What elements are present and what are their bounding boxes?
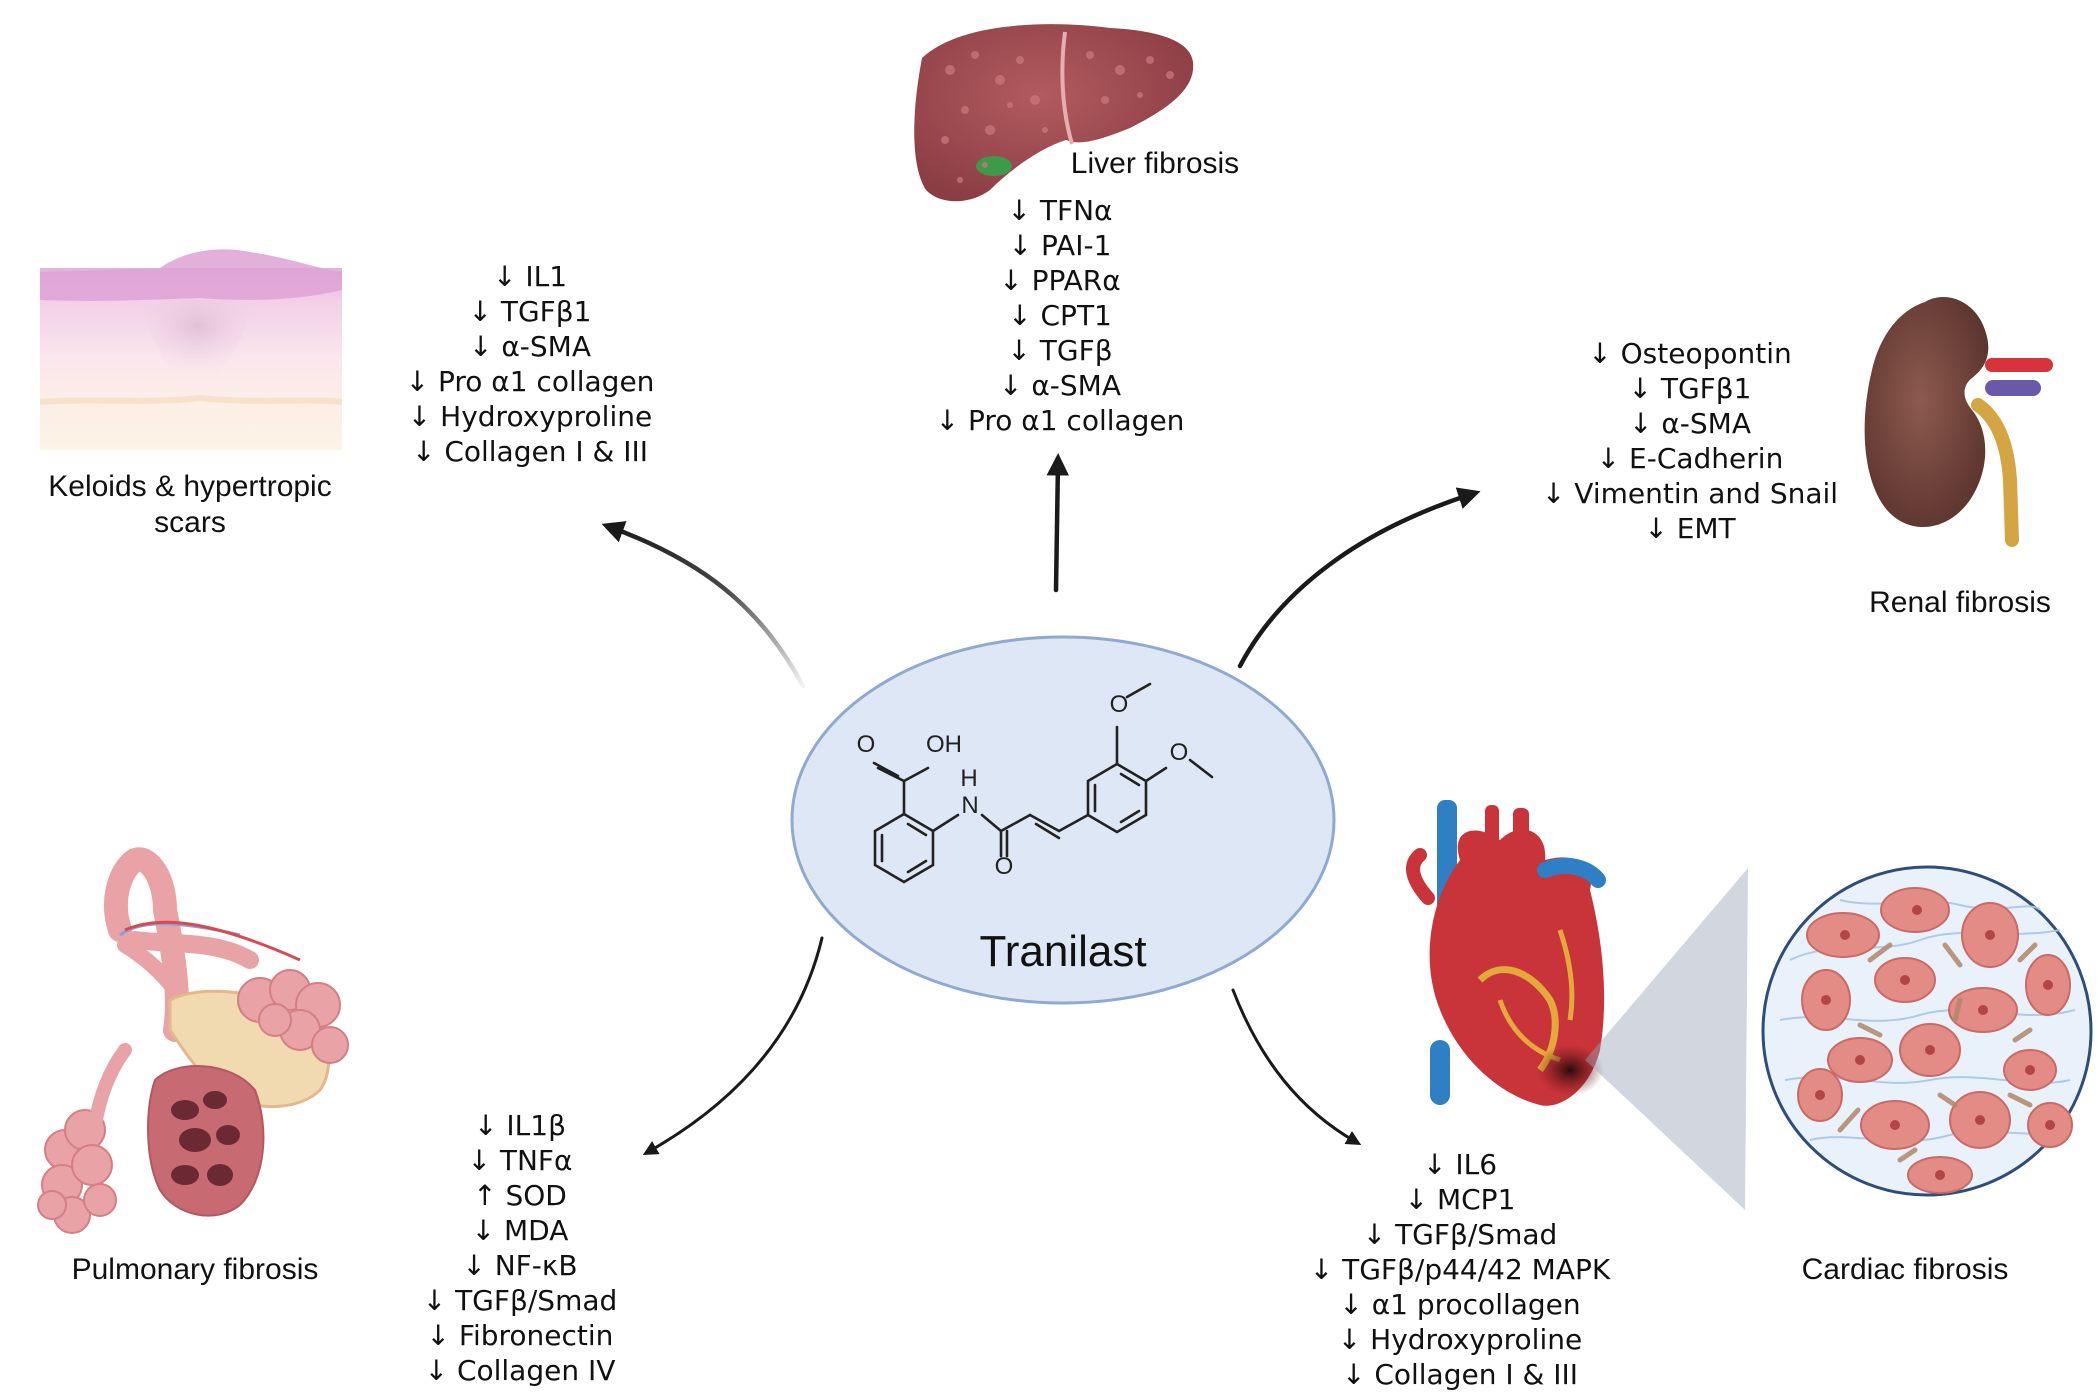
arrow-to-pulmonary bbox=[642, 936, 824, 1155]
drug-name: Tranilast bbox=[979, 927, 1147, 976]
skin-scar-illustration bbox=[39, 249, 343, 450]
marker-item: ↓ Osteopontin bbox=[1588, 337, 1792, 370]
marker-item: ↓ EMT bbox=[1644, 512, 1736, 545]
marker-item: ↓ Pro α1 collagen bbox=[405, 365, 655, 398]
kidney-illustration bbox=[1864, 297, 2053, 547]
renal-marker-list: ↓ Osteopontin ↓ TGFβ1 ↓ α-SMA ↓ E-Cadher… bbox=[1520, 336, 1860, 546]
structure-o-methoxy-1: O bbox=[1110, 691, 1129, 718]
marker-item: ↓ NF-κB bbox=[462, 1249, 578, 1282]
keloids-label-line2: scars bbox=[154, 506, 226, 539]
arrow-to-cardiac bbox=[1231, 988, 1362, 1145]
cardiac-label: Cardiac fibrosis bbox=[1801, 1253, 2009, 1286]
marker-item: ↓ Hydroxyproline bbox=[407, 400, 653, 433]
marker-item: ↑ SOD bbox=[473, 1179, 567, 1212]
marker-item: ↓ Hydroxyproline bbox=[1337, 1323, 1583, 1356]
marker-item: ↓ E-Cadherin bbox=[1596, 442, 1784, 475]
marker-item: ↓ PPARα bbox=[999, 264, 1121, 297]
arrow-to-keloids bbox=[601, 521, 806, 689]
marker-item: ↓ IL1β bbox=[474, 1109, 566, 1142]
marker-item: ↓ TNFα bbox=[467, 1144, 573, 1177]
marker-item: ↓ α-SMA bbox=[1628, 407, 1751, 440]
heart-illustration bbox=[1406, 800, 1606, 1106]
keloids-marker-list: ↓ IL1 ↓ TGFβ1 ↓ α-SMA ↓ Pro α1 collagen … bbox=[370, 259, 690, 469]
marker-item: ↓ TGFβ1 bbox=[468, 295, 592, 328]
cardiac-marker-list: ↓ IL6 ↓ MCP1 ↓ TGFβ/Smad ↓ TGFβ/p44/42 M… bbox=[1270, 1147, 1650, 1392]
marker-item: ↓ IL1 bbox=[492, 260, 568, 293]
marker-item: ↓ α1 procollagen bbox=[1339, 1288, 1581, 1321]
marker-item: ↓ PAI-1 bbox=[1008, 229, 1112, 262]
structure-o-methoxy-2: O bbox=[1170, 739, 1189, 766]
liver-illustration bbox=[914, 24, 1194, 202]
marker-item: ↓ TGFβ/Smad bbox=[1362, 1218, 1558, 1251]
structure-o-carbonyl: O bbox=[857, 731, 876, 758]
marker-item: ↓ α-SMA bbox=[468, 330, 591, 363]
marker-item: ↓ Collagen I & III bbox=[411, 435, 649, 468]
marker-item: ↓ TGFβ/p44/42 MAPK bbox=[1309, 1253, 1611, 1286]
cardiac-tissue-zoom bbox=[1585, 865, 2093, 1210]
structure-oh: OH bbox=[926, 731, 962, 758]
structure-n: N bbox=[961, 792, 978, 819]
pathway-arrows bbox=[601, 453, 1481, 1155]
renal-label: Renal fibrosis bbox=[1869, 586, 2051, 619]
marker-item: ↓ TGFβ/Smad bbox=[422, 1284, 618, 1317]
marker-item: ↓ MDA bbox=[471, 1214, 569, 1247]
tranilast-ellipse bbox=[790, 635, 1336, 1005]
keloids-label: Keloids & hypertropic scars bbox=[40, 469, 340, 541]
marker-item: ↓ TGFβ bbox=[1007, 334, 1113, 367]
liver-label: Liver fibrosis bbox=[1070, 147, 1240, 180]
tranilast-structure bbox=[872, 682, 1214, 884]
pulmonary-marker-list: ↓ IL1β ↓ TNFα ↑ SOD ↓ MDA ↓ NF-κB ↓ TGFβ… bbox=[380, 1108, 660, 1388]
marker-item: ↓ Collagen IV bbox=[424, 1354, 616, 1387]
marker-item: ↓ Fibronectin bbox=[426, 1319, 614, 1352]
arrow-to-liver bbox=[1046, 453, 1070, 593]
marker-item: ↓ CPT1 bbox=[1008, 299, 1112, 332]
marker-item: ↓ IL6 bbox=[1422, 1148, 1498, 1181]
arrow-to-renal bbox=[1237, 487, 1481, 669]
marker-item: ↓ TGFβ1 bbox=[1628, 372, 1752, 405]
keloids-label-line1: Keloids & hypertropic bbox=[48, 470, 332, 503]
liver-marker-list: ↓ TFNα ↓ PAI-1 ↓ PPARα ↓ CPT1 ↓ TGFβ ↓ α… bbox=[900, 193, 1220, 438]
pulmonary-label: Pulmonary fibrosis bbox=[71, 1253, 319, 1286]
marker-item: ↓ Pro α1 collagen bbox=[935, 404, 1185, 437]
marker-item: ↓ TFNα bbox=[1007, 194, 1113, 227]
lung-alveoli-illustration bbox=[37, 847, 349, 1234]
structure-h: H bbox=[960, 765, 977, 792]
marker-item: ↓ Vimentin and Snail bbox=[1541, 477, 1839, 510]
marker-item: ↓ α-SMA bbox=[998, 369, 1121, 402]
marker-item: ↓ MCP1 bbox=[1404, 1183, 1516, 1216]
marker-item: ↓ Collagen I & III bbox=[1341, 1358, 1579, 1391]
structure-o-amide: O bbox=[995, 853, 1014, 880]
